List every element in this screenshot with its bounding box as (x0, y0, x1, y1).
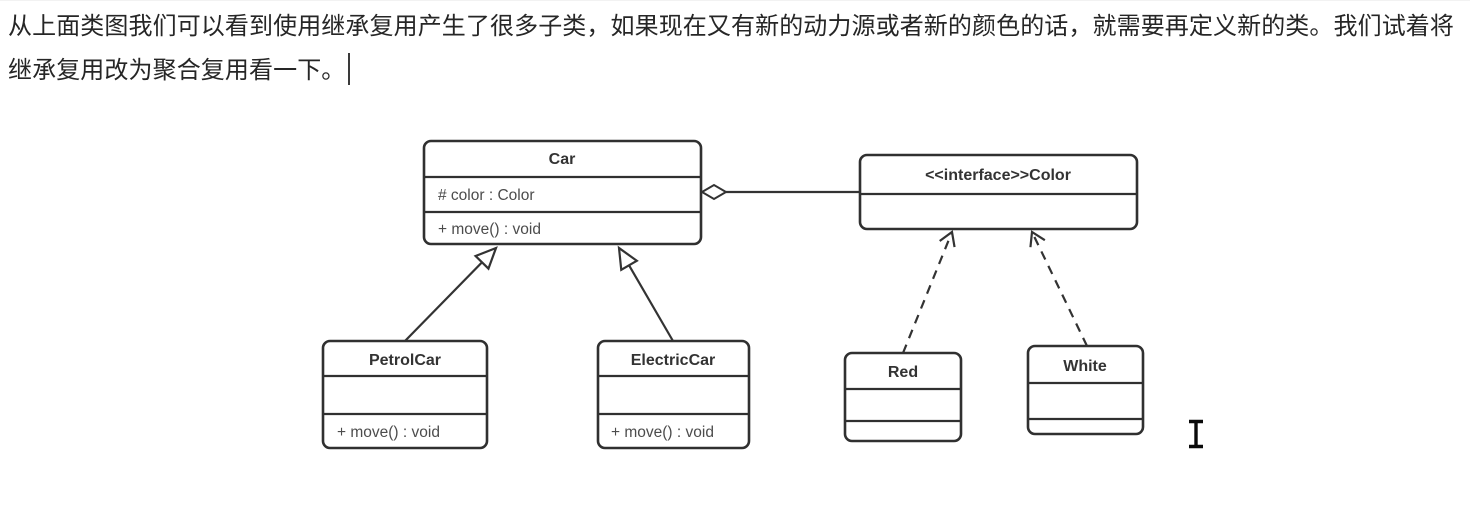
realization-arrow-red-to-color (901, 230, 956, 354)
class-box-color-interface: <<interface>>Color (858, 153, 1139, 231)
electriccar-title: ElectricCar (631, 352, 716, 369)
car-attribute: # color : Color (438, 187, 534, 204)
paragraph-line-2-text: 继承复用改为聚合复用看一下。 (8, 57, 346, 84)
uml-edges (404, 183, 1088, 354)
paragraph-line-2: 继承复用改为聚合复用看一下。 (8, 49, 1462, 93)
white-title: White (1063, 358, 1107, 375)
aggregation-diamond (700, 183, 728, 201)
generalization-arrow-electriccar-to-car (617, 245, 674, 342)
paragraph-line-1: 从上面类图我们可以看到使用继承复用产生了很多子类，如果现在又有新的动力源或者新的… (8, 13, 1454, 40)
class-box-white: White (1026, 344, 1145, 436)
petrolcar-title: PetrolCar (369, 352, 441, 369)
red-title: Red (888, 364, 918, 381)
class-box-red: Red (843, 351, 963, 443)
class-box-car: Car # color : Color + move() : void (422, 139, 703, 246)
text-editor-area[interactable]: 从上面类图我们可以看到使用继承复用产生了很多子类，如果现在又有新的动力源或者新的… (8, 5, 1462, 93)
class-box-petrolcar: PetrolCar + move() : void (321, 339, 489, 450)
color-interface-title: <<interface>>Color (925, 167, 1071, 184)
car-title: Car (549, 151, 576, 168)
class-box-electriccar: ElectricCar + move() : void (596, 339, 751, 450)
car-method: + move() : void (438, 221, 541, 238)
ibeam-cursor-icon (1189, 419, 1203, 449)
generalization-arrow-petrolcar-to-car (404, 246, 498, 342)
realization-arrow-white-to-color (1029, 230, 1088, 347)
petrolcar-method: + move() : void (337, 424, 440, 441)
text-caret (348, 53, 351, 85)
electriccar-method: + move() : void (611, 424, 714, 441)
